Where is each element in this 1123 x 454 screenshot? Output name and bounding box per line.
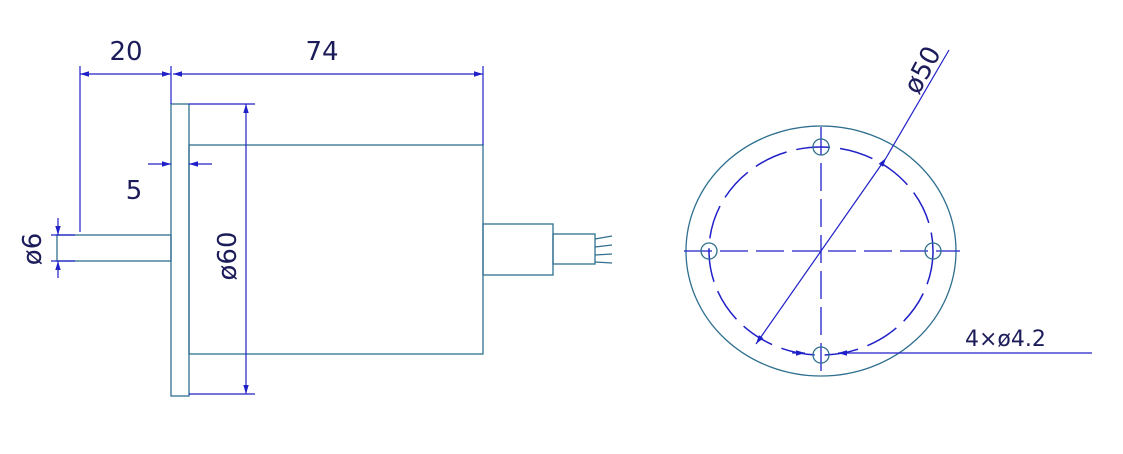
- cable-sleeve-outline: [552, 233, 596, 265]
- dim-body-length-label: 74: [305, 37, 338, 67]
- flange-outline: [170, 103, 190, 397]
- dim-shaft-diameter: ø6: [18, 218, 75, 278]
- dim-flange-diameter-label: ø60: [213, 232, 243, 281]
- mounting-hole-top: [812, 138, 830, 156]
- mounting-holes: [700, 138, 942, 364]
- dim-shaft-length: 20: [79, 37, 172, 232]
- dim-flange-thickness: 5: [126, 161, 212, 206]
- dim-shaft-diameter-label: ø6: [18, 233, 48, 265]
- dim-shaft-length-label: 20: [109, 37, 142, 67]
- dim-flange-diameter: ø60: [189, 103, 255, 395]
- lead-wires: [594, 235, 613, 264]
- dim-bolt-circle-diameter-label: ø50: [898, 42, 947, 99]
- dim-mounting-holes: 4×ø4.2: [792, 327, 1092, 356]
- shaft-outline: [56, 234, 172, 262]
- end-view: ø50 4×ø4.2: [684, 42, 1092, 377]
- dim-flange-thickness-label: 5: [126, 176, 143, 206]
- dim-mounting-holes-label: 4×ø4.2: [965, 327, 1046, 352]
- mounting-hole-bottom: [812, 346, 830, 364]
- side-view: 20 74 5 ø6 ø60: [18, 37, 613, 397]
- mounting-hole-right: [924, 242, 942, 260]
- mounting-hole-left: [700, 242, 718, 260]
- dim-body-length: 74: [173, 37, 484, 145]
- rear-boss-outline: [482, 223, 554, 276]
